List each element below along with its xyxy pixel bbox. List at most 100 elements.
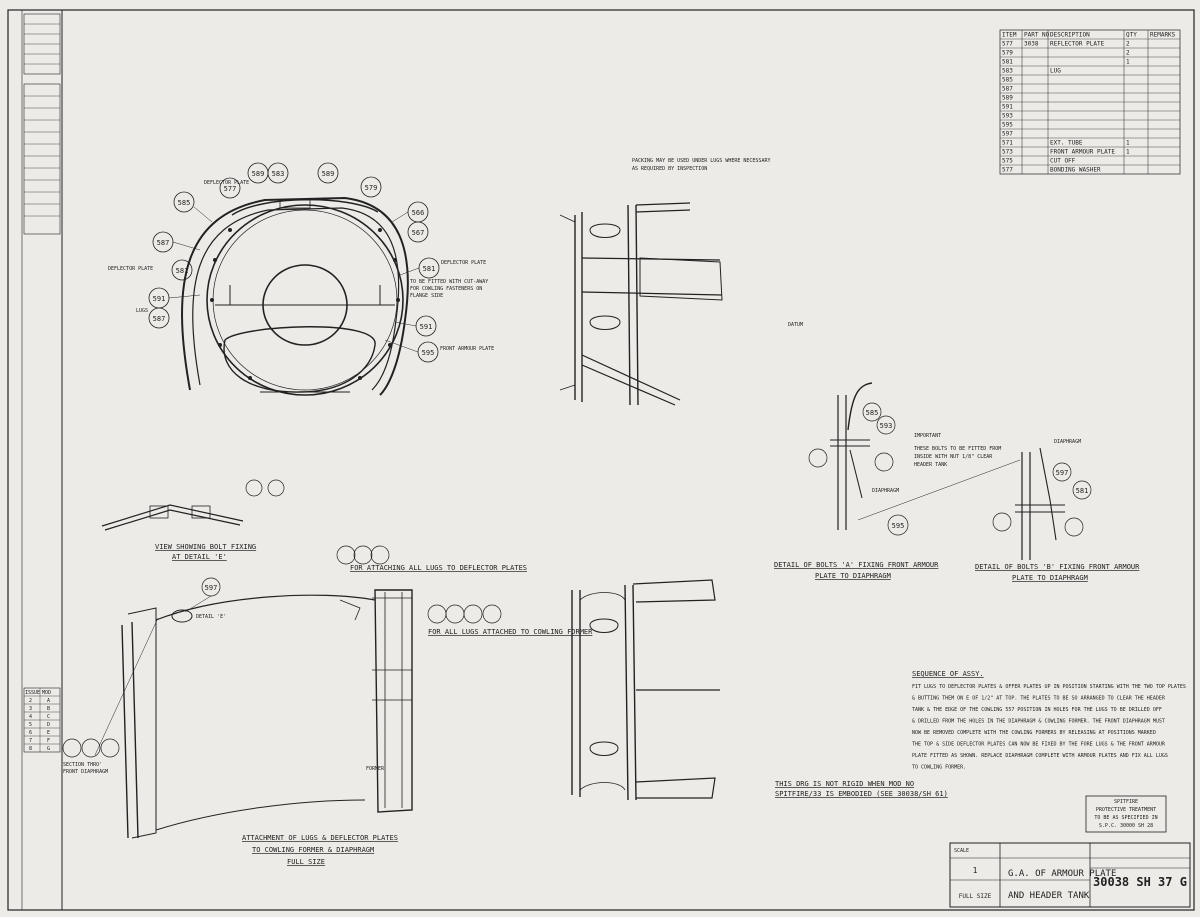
parts-cell: 571 xyxy=(1002,140,1013,147)
parts-cell: 1 xyxy=(1126,149,1130,156)
view-bolt-fixing-sketch xyxy=(101,479,285,531)
parts-cell: 577 xyxy=(1002,41,1013,48)
detail-bolts-b-view xyxy=(992,447,1092,560)
parts-cell: EXT. TUBE xyxy=(1050,140,1083,147)
sequence-line: PLATE FITTED AS SHOWN. REPLACE DIAPHRAGM… xyxy=(912,753,1168,759)
parts-header-cell: PART NO. xyxy=(1024,32,1053,39)
parts-cell: 575 xyxy=(1002,158,1013,165)
parts-cell: 585 xyxy=(1002,77,1013,84)
label-former: FORMER xyxy=(366,766,385,772)
parts-cell: 2 xyxy=(1126,41,1130,48)
revision-cell: 3 xyxy=(29,706,32,712)
revision-cell: G xyxy=(47,746,50,752)
balloon-591b: 591 xyxy=(420,323,433,331)
label-front-diaphragm: FRONT DIAPHRAGM xyxy=(63,769,108,775)
revision-cell: C xyxy=(47,714,50,720)
important-line2: THESE BOLTS TO BE FITTED FROM xyxy=(914,446,1001,452)
revision-cell: 5 xyxy=(29,722,32,728)
balloon-587: 587 xyxy=(157,239,170,247)
parts-cell: 583 xyxy=(1002,68,1013,75)
label-deflector-plate-right: DEFLECTOR PLATE xyxy=(441,260,486,266)
balloon-577: 577 xyxy=(224,185,237,193)
front-view-armour-plate xyxy=(181,196,409,396)
sequence-line: THE TOP & SIDE DEFLECTOR PLATES CAN NOW … xyxy=(912,742,1166,748)
packing-note-2: AS REQUIRED BY INSPECTION xyxy=(632,166,707,172)
caption-attachment-line2: TO COWLING FORMER & DIAPHRAGM xyxy=(252,846,374,854)
parts-cell: 2 xyxy=(1126,50,1130,57)
label-section-thro: SECTION THRO' xyxy=(63,762,102,768)
label-diaphragm-b: DIAPHRAGM xyxy=(1054,439,1081,445)
parts-cell: 1 xyxy=(1126,59,1130,66)
side-view-diaphragm xyxy=(559,202,723,406)
sequence-line: NOW BE REMOVED COMPLETE WITH THE COWLING… xyxy=(912,730,1156,736)
sequence-line: FIT LUGS TO DEFLECTOR PLATES & OFFER PLA… xyxy=(912,684,1186,690)
parts-header-cell: REMARKS xyxy=(1150,32,1176,39)
parts-cell: 573 xyxy=(1002,149,1013,156)
parts-cell: FRONT ARMOUR PLATE xyxy=(1050,149,1115,156)
parts-cell: 1 xyxy=(1126,140,1130,147)
scale-label: SCALE xyxy=(954,848,969,854)
parts-header-cell: QTY xyxy=(1126,32,1137,39)
important-line4: HEADER TANK xyxy=(914,462,947,468)
title-block: SCALE 1 FULL SIZE G.A. OF ARMOUR PLATE A… xyxy=(949,842,1191,908)
caption-lugs-cowling-former: FOR ALL LUGS ATTACHED TO COWLING FORMER xyxy=(428,628,593,636)
note-fitted-cutaway: TO BE FITTED WITH CUT-AWAY xyxy=(410,279,488,285)
sequence-title: SEQUENCE OF ASSY. xyxy=(912,670,984,678)
parts-cell: BONDING WASHER xyxy=(1050,167,1101,174)
balloon-566: 566 xyxy=(412,209,425,217)
revision-cell: 4 xyxy=(29,714,32,720)
balloon-595-detail: 595 xyxy=(892,522,905,530)
caption-detail-a-2: PLATE TO DIAPHRAGM xyxy=(815,572,891,580)
balloon-593-detail: 593 xyxy=(880,422,893,430)
balloon-581b: 581 xyxy=(423,265,436,273)
revision-cell: B xyxy=(47,706,50,712)
label-diaphragm-a: DIAPHRAGM xyxy=(872,488,899,494)
caption-view-bolt-fixing: VIEW SHOWING BOLT FIXING xyxy=(155,543,256,551)
important-line3: INSIDE WITH NUT 1/8" CLEAR xyxy=(914,454,993,460)
spitfire-note-4: S.P.C. 30000 SH 28 xyxy=(1099,823,1153,829)
note-cowling-fasteners: FOR COWLING FASTENERS ON xyxy=(410,286,482,292)
title-line-2: AND HEADER TANK xyxy=(1008,891,1090,901)
label-front-armour-plate: FRONT ARMOUR PLATE xyxy=(440,346,494,352)
note-flange-side: FLANGE SIDE xyxy=(410,293,443,299)
revision-cell: 6 xyxy=(29,730,32,736)
balloon-567: 567 xyxy=(412,229,425,237)
balloon-597-lower: 597 xyxy=(205,584,218,592)
parts-cell: 589 xyxy=(1002,95,1013,102)
parts-cell: 587 xyxy=(1002,86,1013,93)
sequence-line: & DRILLED FROM THE HOLES IN THE DIAPHRAG… xyxy=(912,719,1165,725)
parts-header-cell: ITEM xyxy=(1002,32,1017,39)
sheet-border xyxy=(7,9,1195,911)
parts-cell: 579 xyxy=(1002,50,1013,57)
spitfire-note-box: SPITFIRE PROTECTIVE TREATMENT TO BE AS S… xyxy=(1085,795,1167,833)
caption-at-detail-e: AT DETAIL 'E' xyxy=(172,553,227,561)
parts-cell: 581 xyxy=(1002,59,1013,66)
parts-header-cell: DESCRIPTION xyxy=(1050,32,1090,39)
label-deflector-plate-top: DEFLECTOR PLATE xyxy=(204,180,249,186)
drawing-number: 30038 SH 37 G xyxy=(1093,875,1187,889)
note-not-rigid-2: SPITFIRE/33 IS EMBODIED (SEE 30038/SH 61… xyxy=(775,790,948,798)
caption-attachment-line1: ATTACHMENT OF LUGS & DEFLECTOR PLATES xyxy=(242,834,398,842)
caption-detail-a-1: DETAIL OF BOLTS 'A' FIXING FRONT ARMOUR xyxy=(774,561,939,569)
parts-cell: 595 xyxy=(1002,122,1013,129)
balloon-589: 589 xyxy=(252,170,265,178)
caption-detail-b-2: PLATE TO DIAPHRAGM xyxy=(1012,574,1088,582)
sequence-line: TO COWLING FORMER. xyxy=(912,765,966,771)
sequence-line: TANK & THE EDGE OF THE COWLING 557 POSIT… xyxy=(912,707,1162,713)
parts-cell: 593 xyxy=(1002,113,1013,120)
full-size-label: FULL SIZE xyxy=(959,893,992,900)
parts-cell: LUG xyxy=(1050,68,1061,75)
parts-cell: CUT OFF xyxy=(1050,158,1076,165)
parts-cell: 3038 xyxy=(1024,41,1039,48)
label-datum: DATUM xyxy=(788,322,803,328)
balloon-581-detail: 581 xyxy=(1076,487,1089,495)
revision-cell: 7 xyxy=(29,738,32,744)
label-detail-e: DETAIL 'E' xyxy=(196,614,226,620)
lower-center-view xyxy=(571,579,720,801)
note-not-rigid-1: THIS DRG IS NOT RIGID WHEN MOD NO xyxy=(775,780,914,788)
label-lugs-left: LUGS xyxy=(136,308,148,314)
revision-cell: A xyxy=(47,698,50,704)
caption-detail-b-1: DETAIL OF BOLTS 'B' FIXING FRONT ARMOUR xyxy=(975,563,1140,571)
